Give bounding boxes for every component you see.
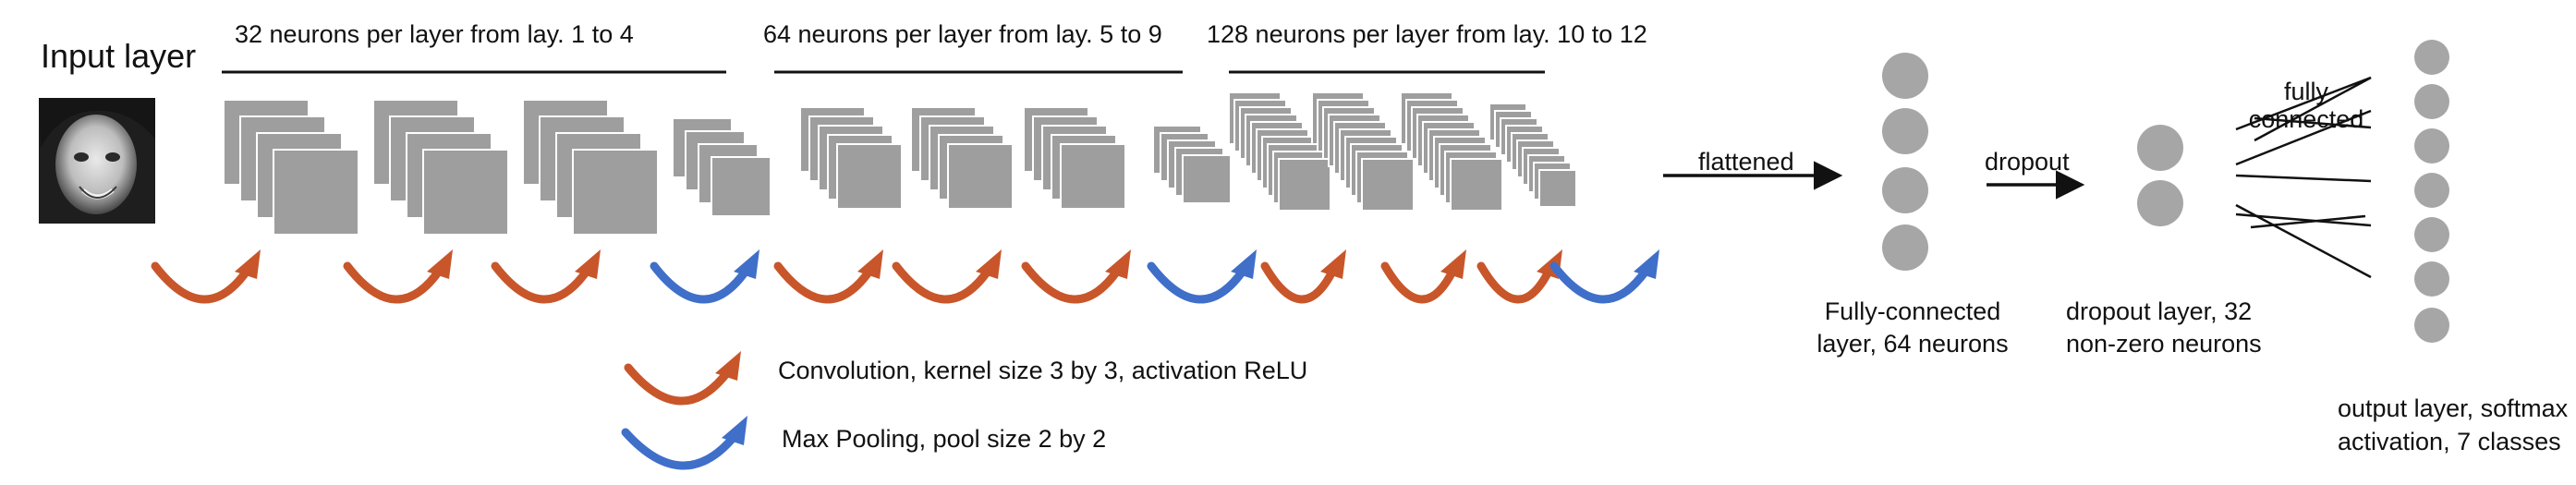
legend-icons: [621, 351, 747, 470]
connection-line: [2254, 76, 2372, 142]
conv-arc-icon: [1021, 249, 1131, 304]
feature-map-stack: [799, 106, 903, 210]
feature-map-stack: [223, 99, 359, 236]
feature-map: [1538, 169, 1577, 208]
dense-neuron: [1882, 53, 1928, 99]
dropout-neuron: [2137, 125, 2183, 171]
connection-line: [2235, 76, 2372, 131]
conv-arc-icon: [491, 249, 601, 304]
feature-map: [273, 149, 359, 236]
output-neuron: [2414, 173, 2449, 208]
feature-map: [1450, 158, 1503, 212]
feature-map-stack: [672, 117, 772, 217]
feature-map: [422, 149, 509, 236]
conv-arc-icon: [892, 249, 1002, 304]
legend-conv-label: Convolution, kernel size 3 by 3, activat…: [778, 357, 1308, 384]
dense-neuron: [1882, 108, 1928, 154]
operation-arrows: [151, 249, 1659, 304]
conv-arc-icon: [1476, 249, 1562, 304]
fully-connected-lines: [2235, 76, 2372, 279]
pool-arc-icon: [1147, 249, 1257, 304]
feature-map: [1060, 143, 1126, 210]
dense-neuron: [1882, 167, 1928, 213]
dropout-layer-neurons: [2137, 125, 2183, 226]
flattened-label: flattened: [1698, 148, 1794, 176]
output-neuron: [2414, 217, 2449, 252]
feature-map-stack: [910, 106, 1014, 210]
dense-caption-line-1: Fully-connected: [1824, 297, 2001, 325]
feature-map: [1361, 158, 1415, 212]
dense-neuron: [1882, 224, 1928, 271]
feature-map: [836, 143, 903, 210]
fully-connected-label-line-2: connected: [2248, 105, 2364, 133]
feature-map: [1278, 158, 1331, 212]
dropout-layer-caption: dropout layer, 32 non-zero neurons: [2066, 296, 2262, 360]
feature-map-stack: [1488, 103, 1577, 208]
feature-map: [1182, 154, 1232, 204]
output-neuron: [2414, 128, 2449, 164]
input-layer-title: Input layer: [41, 37, 197, 75]
group-label-2: 64 neurons per layer from lay. 5 to 9: [763, 20, 1162, 48]
connection-line: [2235, 174, 2372, 183]
output-neuron: [2414, 261, 2449, 297]
conv-arc-icon: [773, 249, 883, 304]
output-neuron: [2414, 308, 2449, 343]
group-label-1: 32 neurons per layer from lay. 1 to 4: [235, 20, 634, 48]
feature-map-stack: [1152, 125, 1232, 204]
conv-arc-icon: [343, 249, 453, 304]
feature-map-stack: [1311, 91, 1415, 212]
conv-arc-icon: [151, 249, 261, 304]
fully-connected-label-line-1: fully: [2283, 78, 2328, 105]
dropout-caption-line-2: non-zero neurons: [2066, 330, 2262, 358]
feature-map-stack: [1023, 106, 1126, 210]
output-layer-caption: output layer, softmax activation, 7 clas…: [2338, 392, 2568, 458]
connection-line: [2254, 116, 2372, 129]
feature-map-stack: [1228, 91, 1331, 212]
feature-map-stack: [522, 99, 659, 236]
connection-line: [2250, 214, 2366, 229]
feature-map-stack: [1400, 91, 1503, 212]
feature-map: [947, 143, 1014, 210]
dropout-label: dropout: [1985, 148, 2070, 176]
group-label-3: 128 neurons per layer from lay. 10 to 12: [1207, 20, 1647, 48]
dropout-caption-line-1: dropout layer, 32: [2066, 297, 2253, 325]
feature-map: [572, 149, 659, 236]
conv-arc-icon: [1380, 249, 1466, 304]
feature-map: [711, 156, 772, 217]
output-caption-line-2: activation, 7 classes: [2338, 428, 2561, 455]
output-neuron: [2414, 40, 2449, 75]
pool-arc-icon: [650, 249, 759, 304]
legend-conv-icon: [624, 351, 741, 406]
dropout-neuron: [2137, 180, 2183, 226]
dense-layer-caption: Fully-connected layer, 64 neurons: [1783, 296, 2042, 360]
feature-map-stack: [372, 99, 509, 236]
output-caption-line-1: output layer, softmax: [2338, 394, 2569, 422]
dense-caption-line-2: layer, 64 neurons: [1817, 330, 2009, 358]
dense-layer-neurons: [1882, 53, 1928, 271]
legend-pool-label: Max Pooling, pool size 2 by 2: [782, 425, 1107, 453]
fully-connected-label: fully connected: [2214, 78, 2399, 133]
output-neuron: [2414, 84, 2449, 119]
legend-pool-icon: [621, 416, 747, 470]
input-face-photo: [39, 98, 155, 224]
connection-line: [2235, 109, 2372, 166]
feature-map-stacks: [223, 91, 1577, 236]
output-layer-neurons: [2414, 40, 2449, 343]
connection-line: [2235, 212, 2372, 227]
pool-arc-icon: [1549, 249, 1659, 304]
conv-arc-icon: [1260, 249, 1346, 304]
